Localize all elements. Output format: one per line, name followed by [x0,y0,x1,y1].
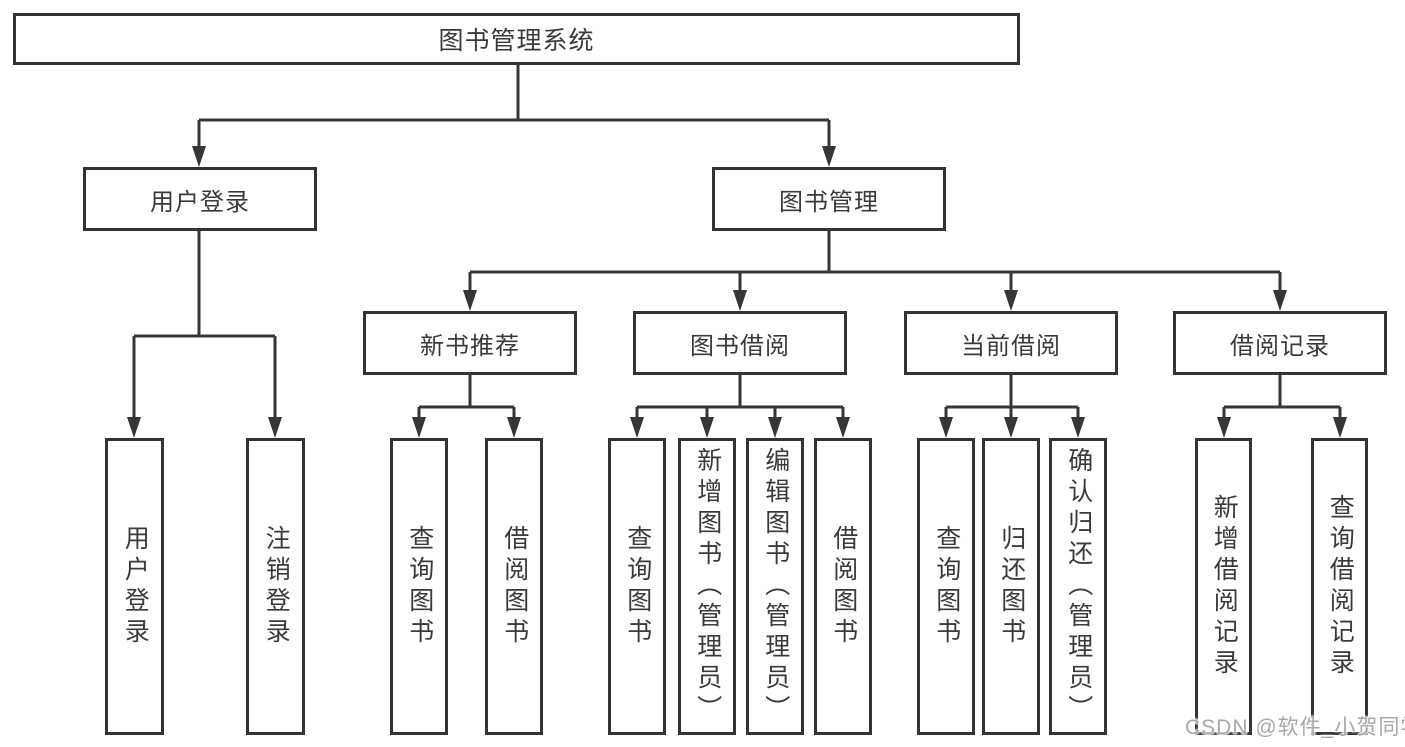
node-book-borrow: 图书借阅 [633,311,847,375]
leaf-query-books-borrow: 查询图书 [608,438,666,735]
leaf-logout: 注销登录 [246,438,305,735]
node-user-login-branch: 用户登录 [83,167,317,231]
arrowhead-icons [127,146,1347,438]
node-root-system: 图书管理系统 [13,13,1020,65]
node-label: 图书借阅 [690,332,790,360]
leaf-label: 查询借阅记录 [1326,493,1355,680]
leaf-query-borrow-record: 查询借阅记录 [1311,438,1368,735]
leaf-query-books-current: 查询图书 [917,438,975,735]
leaf-confirm-return-admin: 确认归还（管理员） [1049,438,1107,735]
leaf-label: 新增图书（管理员） [693,447,722,726]
csdn-watermark: CSDN @软件_小贺同学 [1185,716,1405,739]
node-label: 当前借阅 [961,332,1061,360]
leaf-label: 查询图书 [405,524,434,649]
node-new-book-recommend: 新书推荐 [363,311,577,375]
node-label: 借阅记录 [1230,332,1330,360]
node-label: 新书推荐 [420,332,520,360]
node-root-label: 图书管理系统 [438,27,595,55]
leaf-user-login: 用户登录 [105,438,164,735]
leaf-add-books-admin: 新增图书（管理员） [678,438,736,735]
node-label: 图书管理 [779,188,879,216]
node-book-management-branch: 图书管理 [712,167,946,231]
leaf-label: 查询图书 [932,524,961,649]
leaf-label: 注销登录 [262,524,291,649]
leaf-label: 编辑图书（管理员） [761,447,790,726]
leaf-label: 借阅图书 [829,524,858,649]
node-current-borrow: 当前借阅 [904,311,1118,375]
leaf-label: 归还图书 [997,524,1026,649]
leaf-edit-books-admin: 编辑图书（管理员） [746,438,804,735]
leaf-label: 确认归还（管理员） [1064,447,1093,726]
leaf-label: 用户登录 [121,524,150,649]
leaf-label: 新增借阅记录 [1210,493,1239,680]
leaf-query-books-recommend: 查询图书 [390,438,448,735]
node-borrow-records: 借阅记录 [1173,311,1387,375]
node-label: 用户登录 [150,188,250,216]
leaf-add-borrow-record: 新增借阅记录 [1195,438,1252,735]
leaf-return-books: 归还图书 [982,438,1040,735]
leaf-borrow-books: 借阅图书 [814,438,872,735]
leaf-label: 查询图书 [623,524,652,649]
leaf-borrow-books-recommend: 借阅图书 [485,438,543,735]
leaf-label: 借阅图书 [500,524,529,649]
